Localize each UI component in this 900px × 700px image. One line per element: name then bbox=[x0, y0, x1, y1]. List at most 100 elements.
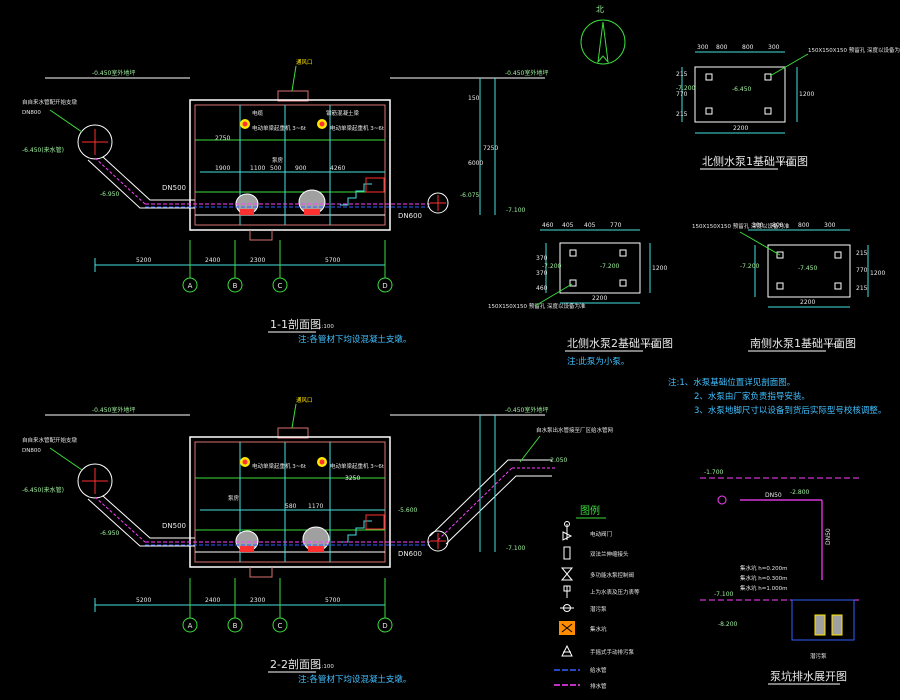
bottom-dim-0: 5200 bbox=[136, 597, 151, 604]
dim-left-2: 215 bbox=[856, 285, 868, 292]
dim-left-1: 770 bbox=[856, 267, 868, 274]
grid-label: C bbox=[278, 282, 283, 290]
vent-leader bbox=[291, 403, 297, 429]
inner-dim-5: 4260 bbox=[330, 165, 345, 172]
pump-room-inner bbox=[194, 104, 386, 226]
section-1-scale: 1:100 bbox=[318, 324, 334, 330]
valve-icon bbox=[562, 521, 573, 541]
vent-box bbox=[277, 427, 309, 439]
pump-room-outline bbox=[189, 99, 391, 231]
hand-pump-icon bbox=[561, 644, 573, 657]
bottom-level: -8.200 bbox=[718, 621, 738, 628]
foundation-outline bbox=[559, 242, 641, 294]
anchor-hole bbox=[764, 107, 772, 115]
outlet-dn: DN600 bbox=[398, 212, 422, 220]
ground-level-left: -0.450室外地坪 bbox=[92, 69, 135, 77]
equip-label-1: 电缆 bbox=[252, 109, 264, 117]
inner-dim-0: 2750 bbox=[215, 135, 230, 142]
inlet-pipe-dn: DN500 bbox=[162, 522, 186, 530]
sump-pit-outline bbox=[791, 599, 855, 641]
sump-icon bbox=[559, 621, 575, 635]
foundation-outline bbox=[767, 244, 851, 298]
outlet-riser-center bbox=[437, 467, 513, 541]
anchor-hole bbox=[764, 73, 772, 81]
stair-rail bbox=[365, 514, 385, 530]
grid-label: D bbox=[382, 622, 387, 630]
dim-left-0: 215 bbox=[676, 71, 688, 78]
plan-south-pump-1: 300 800 800 300 2200 215 770 215 1200 -7… bbox=[692, 222, 885, 352]
plan-scale: 1:50 bbox=[645, 343, 658, 349]
dim-left-0: 215 bbox=[856, 250, 868, 257]
dim-left-1: 770 bbox=[676, 91, 688, 98]
plan-sub-note: 注:此泵为小泵。 bbox=[567, 356, 629, 367]
dim-left-0: 370 bbox=[536, 255, 548, 262]
level-left: -7.200 bbox=[542, 263, 562, 270]
north-circle bbox=[580, 19, 626, 65]
legend-item: 上为水表及压力表等 bbox=[590, 588, 640, 596]
dim-bottom-total: 2200 bbox=[592, 295, 607, 302]
grid-bubble bbox=[227, 617, 243, 633]
dim-bottom-total: 2200 bbox=[800, 299, 815, 306]
legend: 图例 电动阀门 双法兰 bbox=[554, 504, 640, 690]
plan-title: 南侧水泵1基础平面图 bbox=[750, 337, 856, 350]
inlet-pipe bbox=[87, 495, 195, 547]
dim-right-total: 1200 bbox=[870, 270, 885, 277]
level-left: -7.200 bbox=[740, 263, 760, 270]
inner-dim-2: 1100 bbox=[250, 165, 265, 172]
sump-label-2: 集水坑 h=0.300m bbox=[740, 574, 787, 582]
grid-bubble bbox=[182, 617, 198, 633]
dim-right-total: 1200 bbox=[652, 265, 667, 272]
right-dim-0: 150 bbox=[468, 95, 480, 102]
pump-label: 潜污泵 bbox=[810, 652, 827, 660]
level-inner: -6.450 bbox=[732, 86, 752, 93]
control-valve-icon bbox=[560, 567, 574, 581]
pump-room-outline bbox=[189, 436, 391, 568]
crane-label-2: 电动单梁起重机 3~6t bbox=[330, 462, 385, 470]
bottom-level-right: -7.100 bbox=[506, 545, 526, 552]
grid-bubble bbox=[377, 277, 393, 293]
dim-left-2: 215 bbox=[676, 111, 688, 118]
plan-north-pump-2: 460 405 405 770 2200 370 370 460 1200 -7… bbox=[488, 222, 673, 367]
anchor-hole bbox=[619, 249, 627, 257]
dim-left-1: 370 bbox=[536, 270, 548, 277]
inlet-dn: DN800 bbox=[22, 110, 41, 116]
legend-item: 潜污泵 bbox=[590, 605, 607, 613]
dim-top-1: 800 bbox=[772, 222, 784, 229]
outlet-pipe-circle bbox=[427, 530, 449, 552]
outlet-riser bbox=[429, 459, 552, 545]
section-1-note: 注:各管材下均设混凝土支墩。 bbox=[298, 334, 411, 345]
hole-leader bbox=[534, 283, 573, 307]
level-left: -7.200 bbox=[676, 85, 696, 92]
bottom-dim-2: 2300 bbox=[250, 597, 265, 604]
sump-label-1: 集水坑 h=0.200m bbox=[740, 564, 787, 572]
dim-top-2: 800 bbox=[798, 222, 810, 229]
outlet-pipe-circle bbox=[427, 192, 449, 214]
bottom-dim-1: 2400 bbox=[205, 257, 220, 264]
ground-level-left: -0.450室外地坪 bbox=[92, 406, 135, 414]
inner-dim-2: 3250 bbox=[345, 475, 360, 482]
anchor-hole bbox=[834, 282, 842, 290]
top-level-right: -2.800 bbox=[790, 489, 810, 496]
inner-dim-1: 1170 bbox=[308, 503, 323, 510]
top-dn: DN50 bbox=[765, 492, 782, 499]
grid-label: A bbox=[188, 622, 193, 630]
stair bbox=[340, 183, 372, 206]
inlet-label: 自自来水管配开始支墩 bbox=[22, 436, 78, 444]
drain-outlet-icon bbox=[717, 495, 727, 505]
inner-dim-0: 580 bbox=[285, 503, 297, 510]
dim-right-total: 1200 bbox=[799, 91, 814, 98]
dim-top-1: 800 bbox=[716, 44, 728, 51]
grid-label: B bbox=[233, 282, 238, 290]
grid-label: D bbox=[382, 282, 387, 290]
bottom-dim-0: 5200 bbox=[136, 257, 151, 264]
dim-left-2: 460 bbox=[536, 285, 548, 292]
inlet-leader bbox=[49, 447, 83, 471]
legend-item: 给水管 bbox=[590, 666, 607, 674]
outlet-level: -6.075 bbox=[460, 192, 480, 199]
bottom-dim-1: 2400 bbox=[205, 597, 220, 604]
right-dim-2: 7250 bbox=[483, 145, 498, 152]
grid-bubble bbox=[227, 277, 243, 293]
anchor-hole bbox=[619, 279, 627, 287]
anchor-hole bbox=[569, 249, 577, 257]
anchor-hole bbox=[705, 107, 713, 115]
